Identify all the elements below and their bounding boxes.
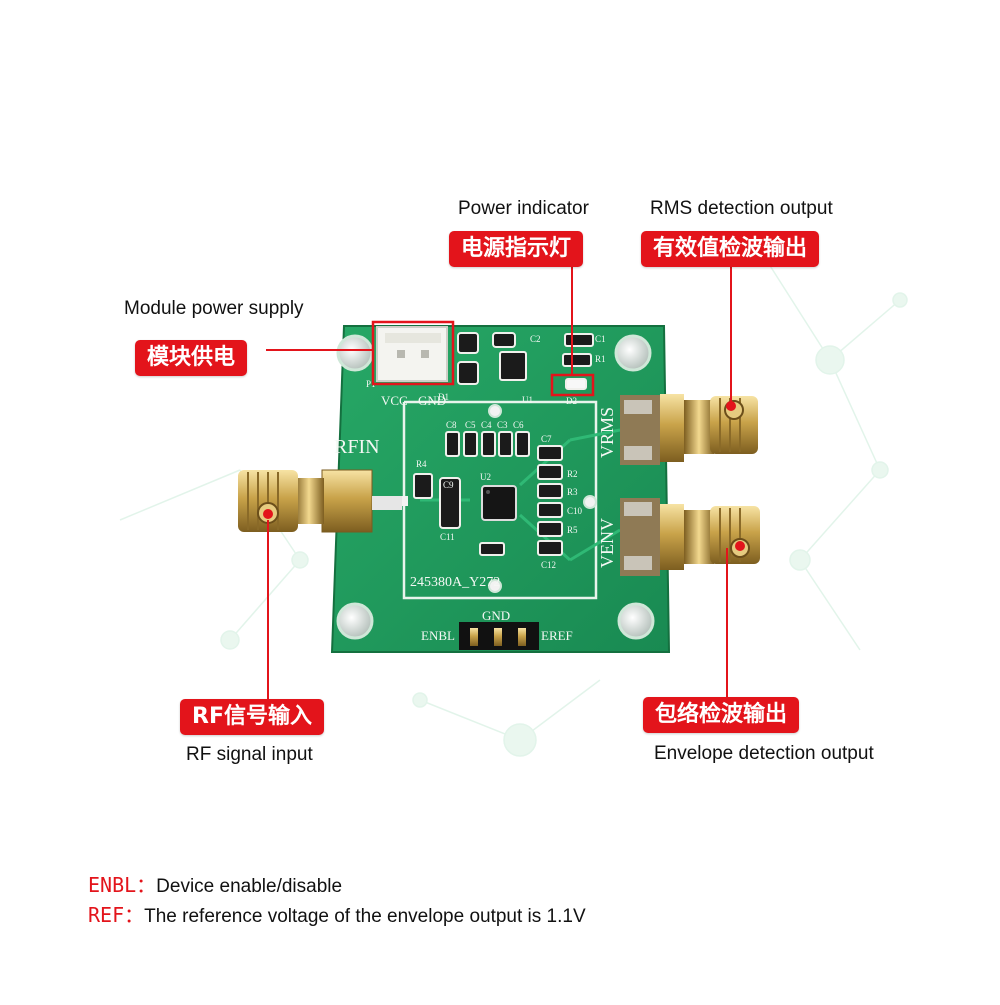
label-rms-output: RMS detection output [650,198,833,219]
silk-r2: R2 [567,469,578,479]
callout-rf-input: RF信号输入 [180,699,324,735]
silk-c1: C1 [595,334,606,344]
silk-part-number: 245380A_Y272 [410,575,500,590]
silk-c11: C11 [440,532,455,542]
sma-connector-vrms [620,394,758,465]
callout-power-indicator: 电源指示灯 [449,231,584,267]
label-rf-input: RF signal input [186,744,313,765]
label-envelope-output: Envelope detection output [654,743,874,764]
silk-c3: C3 [497,420,508,430]
label-power-indicator: Power indicator [458,198,589,219]
silk-enbl: ENBL [421,628,455,643]
silk-p1: P1 [366,379,376,389]
silk-r5: R5 [567,525,578,535]
silk-c4: C4 [481,420,492,430]
silk-r4: R4 [416,459,427,469]
silk-eref: EREF [541,628,573,643]
silk-c5: C5 [465,420,476,430]
mounting-hole [617,602,655,640]
silk-c6: C6 [513,420,524,430]
silk-c9: C9 [443,480,454,490]
sma-connector-venv [620,498,760,576]
label-module-power: Module power supply [124,298,304,319]
note-enbl: ENBL：Device enable/disable [88,869,342,898]
callout-module-power: 模块供电 [135,340,248,376]
silk-c10: C10 [567,506,583,516]
silk-venv: VENV [597,518,617,568]
note-ref-text: The reference voltage of the envelope ou… [144,906,586,927]
passive-components [413,431,563,556]
silk-c8: C8 [446,420,457,430]
silk-rfin: RFIN [334,436,380,458]
silk-u1: U1 [522,395,533,405]
silk-c2: C2 [530,334,541,344]
leader-lines [266,266,732,700]
silk-c12: C12 [541,560,556,570]
silk-d2: D2 [566,396,577,406]
note-enbl-text: Device enable/disable [156,876,343,897]
pin-header [459,622,539,650]
silk-gnd-bottom: GND [482,608,510,623]
silkscreen: RFIN VRMS VENV VCC GND GND ENBL EREF 245… [334,334,617,643]
leader-dots [263,401,745,551]
silk-vrms: VRMS [597,407,617,458]
note-ref: REF：The reference voltage of the envelop… [88,899,586,928]
note-ref-key: REF： [88,903,145,927]
silk-r1: R1 [595,354,606,364]
silk-u2: U2 [480,472,491,482]
sma-connector-rfin [238,469,402,533]
silk-d1: D1 [438,392,449,402]
callout-rms-output: 有效值检波输出 [641,231,820,267]
mounting-hole [336,602,374,640]
silk-vcc: VCC [381,393,408,408]
note-enbl-key: ENBL： [88,873,157,897]
power-connector-highlight [371,320,455,386]
detector-ic [481,485,517,521]
silk-r3: R3 [567,487,578,497]
mounting-hole [336,334,374,372]
silk-c7: C7 [541,434,552,444]
callout-envelope-output: 包络检波输出 [643,697,800,733]
power-connector [376,326,448,382]
mounting-hole [614,334,652,372]
silk-gnd-top: GND [418,393,446,408]
